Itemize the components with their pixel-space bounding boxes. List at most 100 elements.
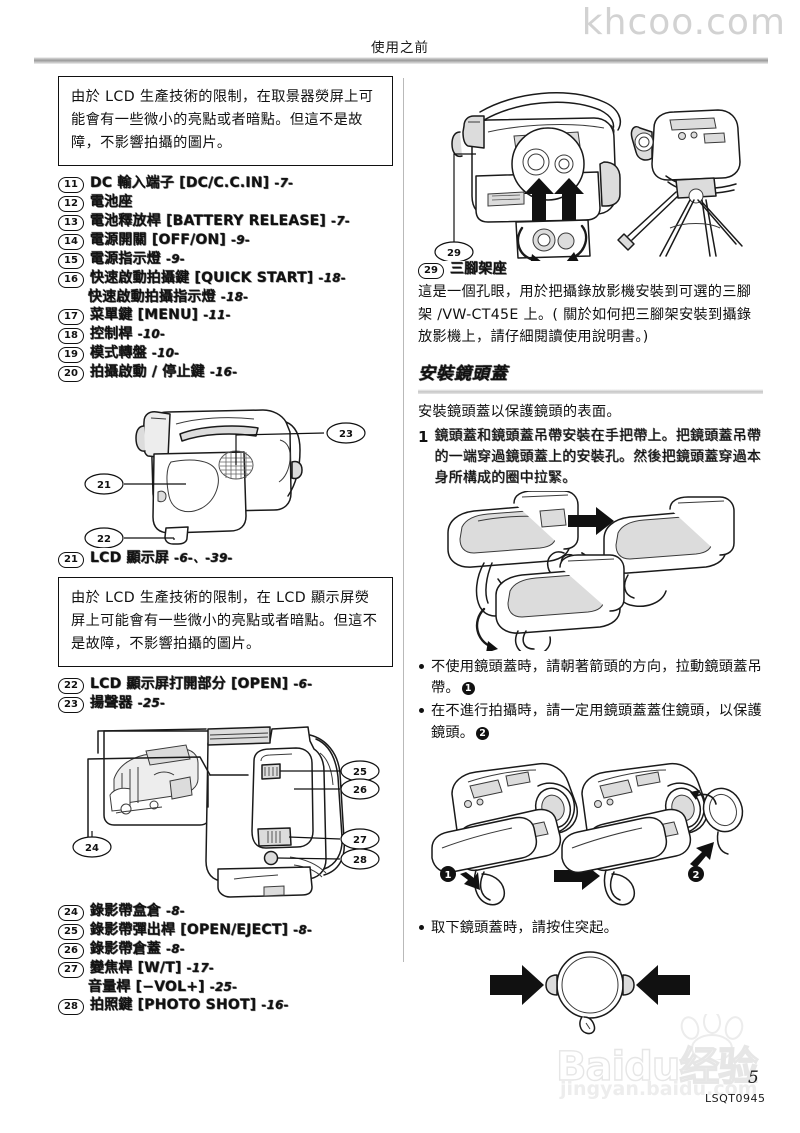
part-label: 揚聲器 -25- — [90, 695, 393, 712]
part-sublabel: 音量桿 [−VOL+] -25- — [88, 979, 393, 996]
part-page-ref: -8- — [166, 904, 185, 919]
list-item: 17 菜單鍵 [MENU] -11- — [58, 307, 393, 326]
list-item: 28 拍照鍵 [PHOTO SHOT] -16- — [58, 997, 393, 1016]
list-item: 22 LCD 顯示屏打開部分 [OPEN] -6- — [58, 676, 393, 695]
cassette-compartment-svg: 24 25 26 27 — [72, 726, 380, 898]
parts-list-mid: 22 LCD 顯示屏打開部分 [OPEN] -6- 23 揚聲器 -25- — [58, 676, 393, 714]
part-label-text: 錄影帶彈出桿 [OPEN/EJECT] — [90, 922, 289, 939]
part-page-ref: -17- — [186, 961, 215, 976]
part-page-ref: -18- — [318, 271, 346, 285]
part-number-badge: 12 — [58, 196, 84, 212]
part-number-badge: 19 — [58, 347, 84, 364]
list-item: 13 電池釋放桿 [BATTERY RELEASE] -7- — [58, 213, 393, 231]
list-item: 在不進行拍攝時，請一定用鏡頭蓋蓋住鏡頭，以保護鏡頭。2 — [418, 701, 763, 744]
part-page-ref: -8- — [293, 923, 313, 938]
lens-cap-front-svg — [490, 951, 690, 1035]
lens-cap-on-off-svg: 1 — [431, 763, 744, 906]
callout-29-label: 29 — [447, 248, 461, 259]
part-page-ref: -8- — [166, 942, 185, 957]
part-label-text: 揚聲器 — [90, 695, 133, 712]
part-label: 菜單鍵 [MENU] -11- — [90, 307, 393, 324]
figure-cap-strap — [418, 490, 763, 651]
list-item: 18 控制桿 -10- — [58, 326, 393, 345]
part-page-ref: -9- — [231, 233, 251, 247]
part-label: 拍照鍵 [PHOTO SHOT] -16- — [90, 997, 393, 1014]
figure-lcd-monitor: 23 21 22 — [58, 388, 393, 549]
arrow-right-icon — [490, 965, 544, 1006]
part-page-ref: -6- — [293, 677, 313, 692]
watermark-brand: Baidu — [555, 1043, 681, 1090]
step-1-text: 鏡頭蓋和鏡頭蓋吊帶安裝在手把帶上。把鏡頭蓋吊帶的一端穿過鏡頭蓋上的安裝孔。然後把… — [434, 427, 762, 486]
section-heading-rule — [418, 389, 763, 395]
figure-cap-front — [418, 945, 763, 1045]
part-number-badge: 17 — [58, 309, 84, 326]
callout-21-label: 21 — [97, 480, 111, 491]
part-number-badge: 21 — [58, 552, 84, 569]
part-label: 變焦桿 [W/T] -17- — [90, 960, 393, 977]
list-item: 27 變焦桿 [W/T] -17- — [58, 960, 393, 979]
lens-cap-remove-bullet: 取下鏡頭蓋時，請按住突起。 — [418, 918, 763, 939]
part-number-badge: 26 — [58, 943, 84, 960]
part-number-badge: 25 — [58, 924, 84, 941]
part-label: 模式轉盤 -10- — [90, 345, 393, 362]
part-number-badge: 15 — [58, 253, 84, 269]
part-label: 電源指示燈 -9- — [90, 251, 393, 268]
paw-icon — [680, 1014, 744, 1060]
page-header-title: 使用之前 — [371, 40, 429, 56]
part-sublabel: 快速啟動拍攝指示燈 -18- — [88, 289, 393, 306]
header-rule — [34, 57, 768, 64]
part-number-badge: 20 — [58, 366, 84, 383]
step-1: 1 鏡頭蓋和鏡頭蓋吊帶安裝在手把帶上。把鏡頭蓋吊帶的一端穿過鏡頭蓋上的安裝孔。然… — [418, 426, 763, 489]
list-item: 23 揚聲器 -25- — [58, 695, 393, 714]
part-number-badge: 23 — [58, 697, 84, 714]
marker-2-badge — [688, 866, 704, 883]
part-label-text: LCD 顯示屏 — [90, 550, 170, 567]
bullet-text: 不使用鏡頭蓋時，請朝著箭頭的方向，拉動鏡頭蓋吊帶。 — [431, 658, 762, 697]
part-label-text: 變焦桿 [W/T] — [90, 960, 182, 977]
step-1-number: 1 — [418, 427, 429, 446]
callout-26-label: 26 — [353, 785, 367, 796]
part-sublabel-page-ref: -18- — [220, 290, 249, 304]
list-item: 14 電源開關 [OFF/ON] -9- — [58, 232, 393, 250]
arrow-up-right-icon — [690, 842, 714, 869]
speaker-grill-icon — [218, 450, 254, 480]
watermark-baidu: Baidu经验 jingyan.baidu.com — [555, 1012, 796, 1108]
parts-list-bottom: 24 錄影帶盒倉 -8- 25 錄影帶彈出桿 [OPEN/EJECT] -8- … — [58, 903, 393, 1016]
part-page-ref: -7- — [331, 214, 351, 228]
list-item: 16 快速啟動拍攝鍵 [QUICK START] -18- — [58, 270, 393, 288]
part-number-badge: 13 — [58, 215, 84, 231]
arrow-up-icon — [554, 178, 584, 224]
part-sublabel-text: 快速啟動拍攝指示燈 — [88, 289, 216, 305]
callout-27-label: 27 — [353, 835, 367, 846]
part-label-text: 電源指示燈 — [90, 251, 161, 267]
bullet-marker-2: 2 — [476, 726, 490, 740]
lcd-note-box: 由於 LCD 生產技術的限制，在 LCD 顯示屏熒屏上可能會有一些微小的亮點或者… — [58, 577, 393, 668]
part-label: 錄影帶彈出桿 [OPEN/EJECT] -8- — [90, 922, 393, 939]
viewfinder-note-box: 由於 LCD 生產技術的限制，在取景器熒屏上可能會有一些微小的亮點或者暗點。但這… — [58, 76, 393, 166]
part-label-text: 拍攝啟動 / 停止鍵 — [90, 364, 205, 381]
part-label: DC 輸入端子 [DC/C.C.IN] -7- — [90, 175, 393, 192]
part-number-badge: 16 — [58, 272, 84, 288]
watermark-cn: 经验 — [679, 1043, 759, 1090]
bullet-text: 取下鏡頭蓋時，請按住突起。 — [431, 920, 619, 937]
list-item: 29 三腳架座 — [418, 261, 763, 279]
part-page-ref: -6-、-39- — [174, 551, 233, 566]
list-item: 25 錄影帶彈出桿 [OPEN/EJECT] -8- — [58, 922, 393, 941]
list-item: 15 電源指示燈 -9- — [58, 251, 393, 269]
part-label-text: 電池座 — [90, 194, 133, 210]
callout-24: 24 — [72, 831, 112, 858]
list-item: 26 錄影帶倉蓋 -8- — [58, 941, 393, 960]
parts-list-top: 11 DC 輸入端子 [DC/C.C.IN] -7- 12 電池座 13 電池釋… — [58, 175, 393, 383]
document-code: LSQT0945 — [705, 1092, 766, 1105]
page-number: 5 — [748, 1068, 759, 1088]
part-label: LCD 顯示屏打開部分 [OPEN] -6- — [90, 676, 393, 693]
viewfinder-note-text: 由於 LCD 生產技術的限制，在取景器熒屏上可能會有一些微小的亮點或者暗點。但這… — [71, 89, 374, 151]
lcd-monitor-side-view-svg: 23 21 22 — [84, 409, 366, 549]
figure-cassette-compartment: 24 25 26 27 — [58, 719, 393, 899]
part-label: 快速啟動拍攝鍵 [QUICK START] -18- — [90, 270, 393, 287]
part-number-badge: 28 — [58, 999, 84, 1016]
part-label-text: 菜單鍵 [MENU] — [90, 307, 199, 324]
part-number-badge: 29 — [418, 263, 444, 279]
part-page-ref: -16- — [209, 365, 238, 380]
part-label-text: 錄影帶倉蓋 — [90, 941, 161, 958]
